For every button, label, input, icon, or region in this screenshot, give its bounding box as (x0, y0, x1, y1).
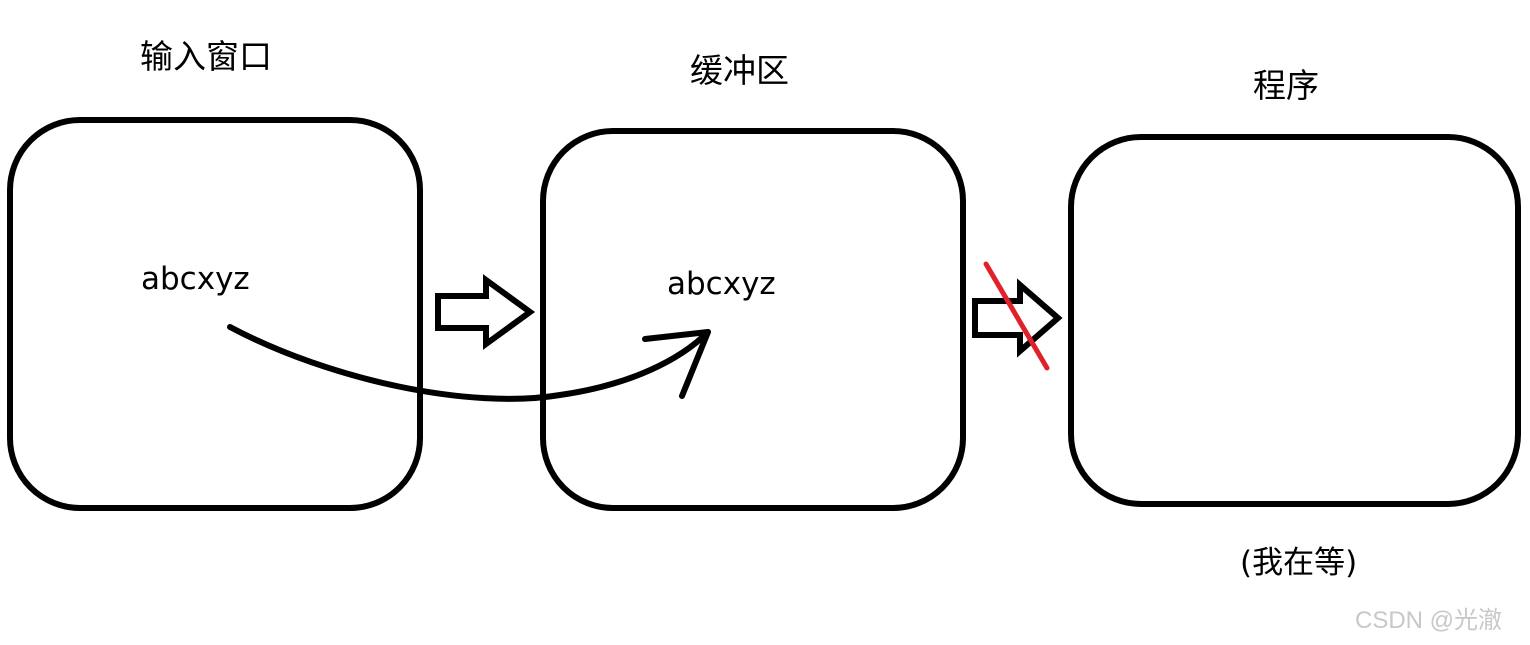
curved-flow-arrow (227, 324, 711, 402)
node-program: 程序 (我在等) (1068, 66, 1521, 581)
buffer-box (540, 128, 966, 511)
buffer-title: 缓冲区 (690, 51, 789, 90)
curved-flow-arrow-line (227, 324, 711, 402)
program-note: (我在等) (1240, 545, 1357, 581)
node-input-window: 输入窗口 abcxyz (7, 37, 423, 511)
blocked-strike-mark (983, 261, 1050, 371)
watermark: CSDN @光澈 (1355, 607, 1502, 634)
buffer-content: abcxyz (667, 266, 776, 302)
node-buffer: 缓冲区 abcxyz (540, 51, 966, 511)
input-window-title: 输入窗口 (140, 37, 272, 76)
program-title: 程序 (1253, 66, 1319, 105)
input-window-content: abcxyz (141, 261, 250, 297)
input-window-box (7, 117, 423, 511)
arrow-input-to-buffer (435, 274, 536, 350)
blocked-arrow-buffer-to-program (972, 261, 1063, 371)
program-box (1068, 134, 1521, 507)
curved-flow-arrow-head (642, 329, 711, 399)
